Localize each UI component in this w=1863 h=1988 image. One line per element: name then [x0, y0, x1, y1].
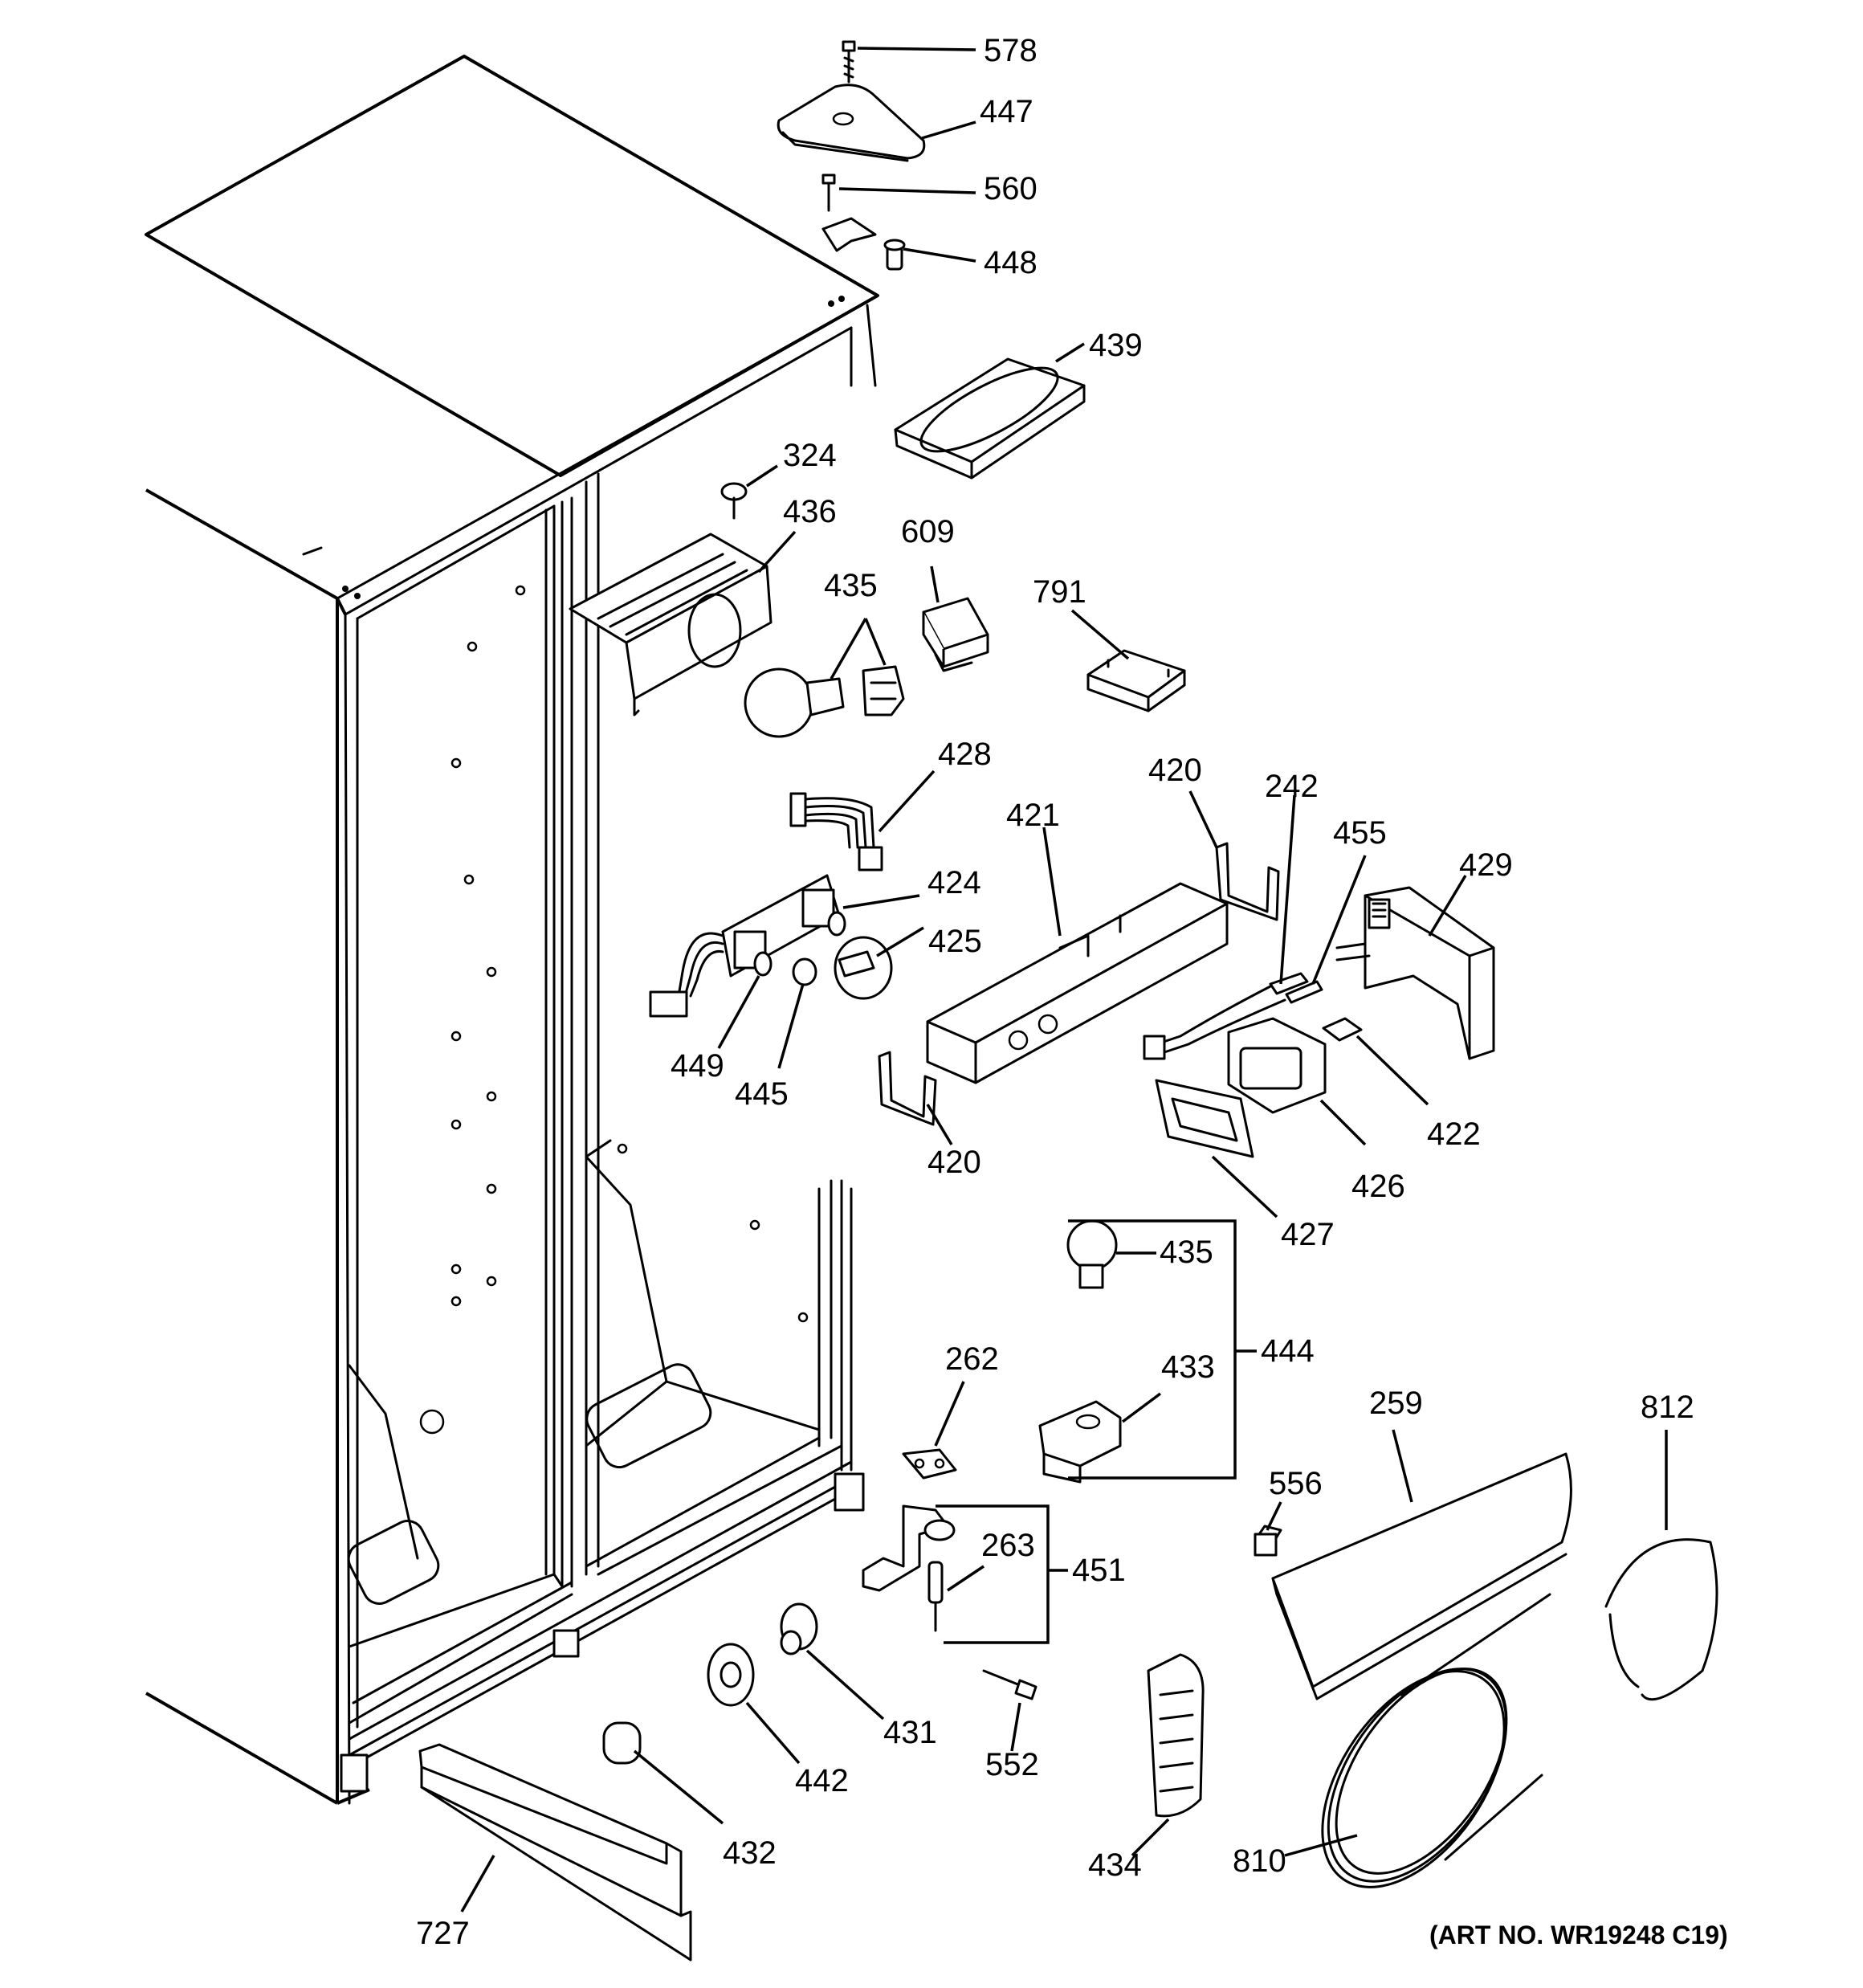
part-242-thermistor [1269, 972, 1309, 995]
part-448-hinge [821, 217, 906, 271]
part-420-clip-upper [1215, 842, 1280, 921]
callout-426: 426 [1351, 1169, 1405, 1204]
callout-439: 439 [1089, 328, 1143, 363]
part-556-clip [1254, 1525, 1282, 1557]
callout-428: 428 [938, 737, 992, 772]
callout-420-lower: 420 [927, 1145, 981, 1180]
part-442-cap [707, 1643, 755, 1707]
callout-262: 262 [945, 1341, 999, 1377]
callout-421: 421 [1006, 798, 1060, 833]
callout-432: 432 [723, 1835, 777, 1871]
part-424-control [649, 874, 846, 1018]
leader-lines [460, 47, 1668, 1912]
callout-810: 810 [1233, 1843, 1286, 1879]
part-436-light-housing [569, 533, 773, 716]
callout-444: 444 [1261, 1333, 1315, 1369]
part-262-shim [902, 1448, 957, 1480]
part-609-switch [922, 597, 989, 672]
part-435-bulb-socket [744, 665, 905, 738]
callout-556: 556 [1269, 1466, 1323, 1501]
callout-435-lower: 435 [1160, 1235, 1213, 1270]
callout-609: 609 [901, 514, 955, 549]
part-263-pin [927, 1561, 944, 1632]
part-427-bezel [1155, 1079, 1254, 1158]
part-560-screw [821, 173, 836, 212]
callout-433: 433 [1161, 1349, 1215, 1385]
part-429-dispenser-housing [1335, 886, 1495, 1060]
callout-434: 434 [1088, 1847, 1142, 1883]
callout-445: 445 [735, 1076, 789, 1112]
callout-422: 422 [1427, 1116, 1481, 1152]
part-422-clip [1322, 1017, 1363, 1042]
part-426-module [1143, 985, 1327, 1114]
part-431-cap [780, 1602, 818, 1655]
callout-552: 552 [985, 1747, 1039, 1782]
callout-labels: 578 447 560 448 439 324 436 609 435 791 … [416, 33, 1728, 1951]
callout-447: 447 [980, 94, 1033, 129]
callout-242: 242 [1265, 769, 1319, 804]
callout-431: 431 [883, 1715, 937, 1750]
callout-424: 424 [927, 865, 981, 900]
callout-727: 727 [416, 1916, 470, 1951]
part-259-grille [1271, 1452, 1572, 1700]
part-447-hinge-cover [777, 84, 926, 162]
callout-449: 449 [671, 1048, 724, 1084]
part-810-water-line [1321, 1593, 1551, 1888]
callout-425: 425 [928, 924, 982, 959]
callout-791: 791 [1033, 574, 1086, 610]
callout-451: 451 [1072, 1553, 1126, 1588]
callout-263: 263 [981, 1528, 1035, 1563]
part-791-cover [1086, 649, 1186, 712]
callout-435-upper: 435 [824, 568, 878, 603]
callout-259: 259 [1369, 1386, 1423, 1421]
part-420-clip-lower [878, 1051, 937, 1126]
part-433-socket [1038, 1400, 1122, 1484]
part-435-bulb-lower [1066, 1219, 1118, 1289]
callout-560: 560 [984, 171, 1037, 206]
part-727-kickplate [418, 1743, 692, 1961]
callout-578: 578 [984, 33, 1037, 68]
part-425-knob [834, 936, 893, 1000]
part-421-control-housing [926, 882, 1229, 1084]
part-552-screw [982, 1669, 1037, 1700]
callout-436: 436 [783, 494, 837, 529]
part-455-sensor [1285, 980, 1323, 1004]
part-434-grille-insert [1147, 1653, 1205, 1818]
part-439-light-shield [894, 357, 1086, 480]
callout-812: 812 [1641, 1390, 1694, 1425]
part-428-wire-harness [789, 792, 883, 872]
part-451-hinge-bracket [862, 1504, 956, 1592]
callout-455: 455 [1333, 815, 1387, 851]
callout-442: 442 [795, 1763, 849, 1798]
callout-420-upper: 420 [1148, 753, 1202, 788]
part-324-push-pin [720, 482, 748, 520]
art-number: (ART NO. WR19248 C19) [1429, 1921, 1728, 1949]
callout-324: 324 [783, 438, 837, 473]
part-445-bushing [792, 957, 817, 986]
part-578-screw [842, 40, 856, 84]
part-812-tube [1604, 1538, 1718, 1701]
part-432-plug [602, 1721, 642, 1765]
refrigerator-cabinet [145, 55, 879, 1805]
callout-429: 429 [1459, 847, 1513, 883]
callout-448: 448 [984, 245, 1037, 280]
callout-427: 427 [1281, 1217, 1335, 1252]
